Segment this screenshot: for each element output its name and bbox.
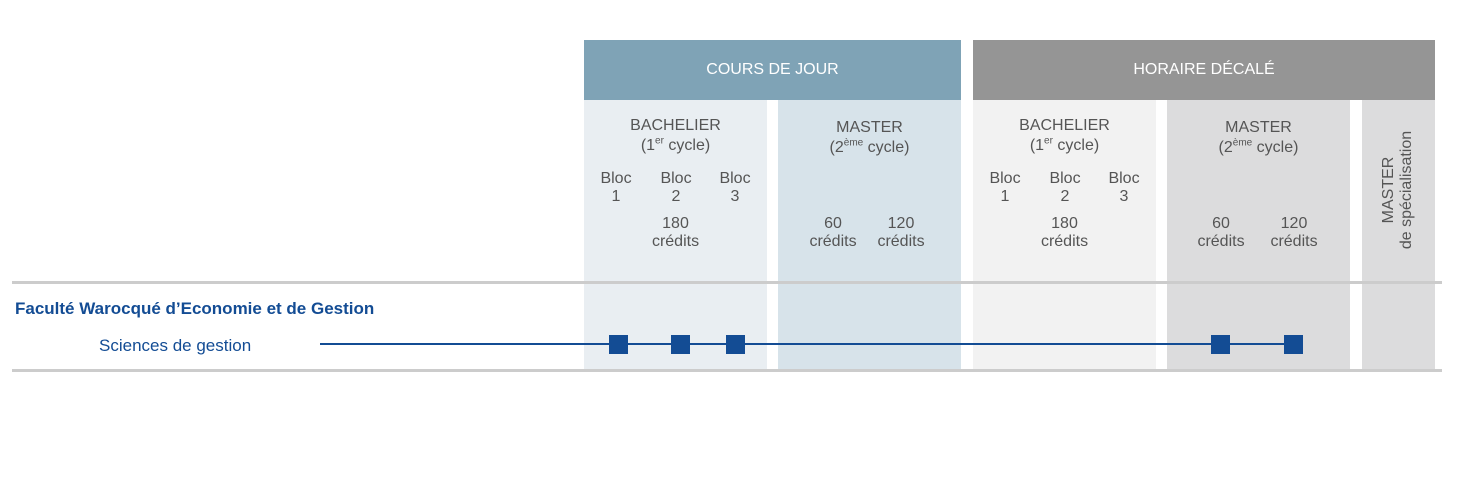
day-master-column <box>778 100 961 371</box>
evening-master-title: MASTER <box>1225 119 1292 136</box>
evening-bachelier-cycle: (1er cycle) <box>1029 135 1100 154</box>
day-master-title: MASTER <box>836 119 903 136</box>
faculty-name: Faculté Warocqué d’Economie et de Gestio… <box>15 299 375 318</box>
program-timeline <box>320 343 1303 345</box>
marker-evening-master-60 <box>1211 335 1230 354</box>
evening-master-cycle: (2ème cycle) <box>1218 137 1299 156</box>
day-band: COURS DE JOUR <box>584 40 961 100</box>
bottom-separator <box>12 369 1442 372</box>
day-bachelier-title: BACHELIER <box>630 117 721 134</box>
day-band-label: COURS DE JOUR <box>706 61 839 78</box>
program-name: Sciences de gestion <box>99 336 252 355</box>
specialisation-title: MASTER de spécialisation <box>1380 130 1415 250</box>
evening-band: HORAIRE DÉCALÉ <box>973 40 1435 100</box>
evening-band-label: HORAIRE DÉCALÉ <box>1133 61 1275 78</box>
marker-day-bloc-3 <box>726 335 745 354</box>
header-separator <box>12 281 1442 284</box>
marker-day-bloc-1 <box>609 335 628 354</box>
marker-day-bloc-2 <box>671 335 690 354</box>
day-bachelier-cycle: (1er cycle) <box>640 135 711 154</box>
evening-bachelier-column <box>973 100 1156 371</box>
evening-master-column <box>1167 100 1350 371</box>
specialisation-column <box>1362 100 1435 371</box>
marker-evening-master-120 <box>1284 335 1303 354</box>
evening-bachelier-title: BACHELIER <box>1019 117 1110 134</box>
day-master-cycle: (2ème cycle) <box>829 137 910 156</box>
day-bachelier-column <box>584 100 767 371</box>
